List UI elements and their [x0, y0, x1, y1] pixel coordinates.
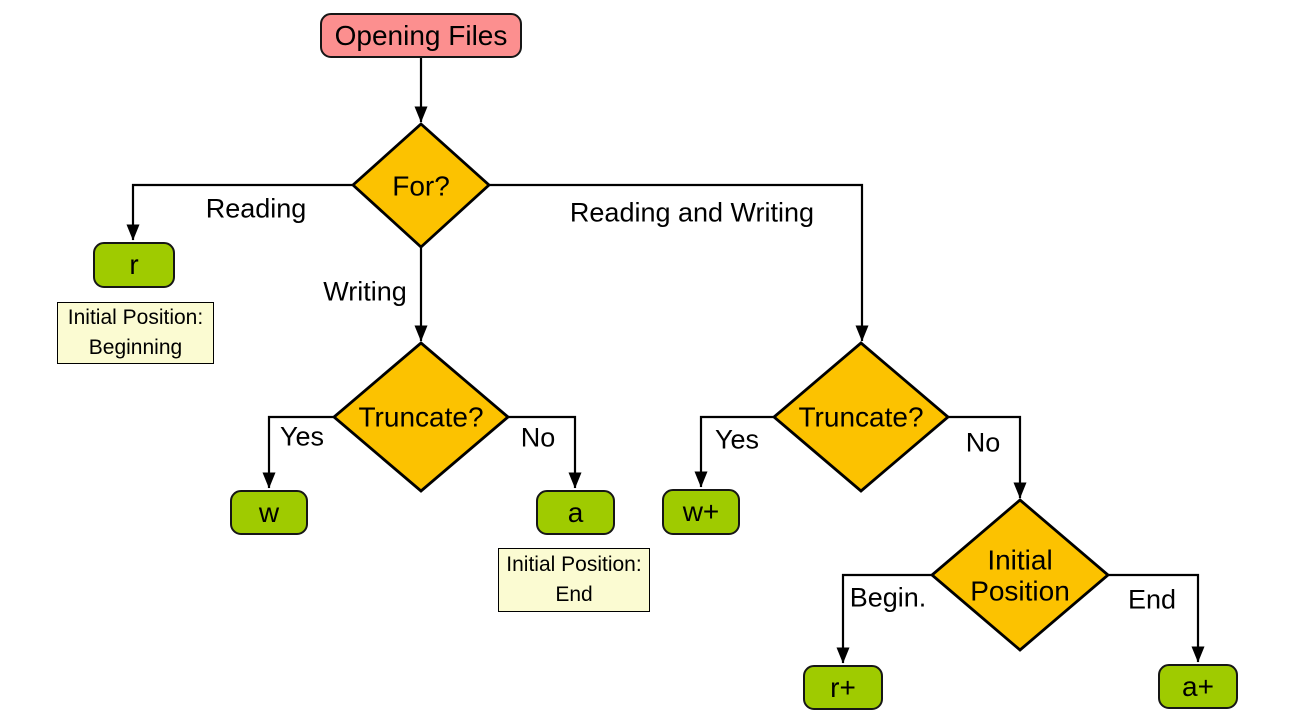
edge-label-reading: Reading: [205, 193, 307, 224]
mode-node-w: w: [230, 490, 308, 535]
mode-node-w-label: w: [258, 496, 280, 528]
truncate-right-decision-diamond: [771, 341, 951, 493]
truncate-left-decision-diamond: [331, 341, 511, 493]
initial-position-decision-diamond: [929, 498, 1111, 652]
mode-node-r-plus-label: r+: [830, 671, 856, 703]
edge-initial-begin-to-r-plus: [836, 573, 932, 664]
edge-label-truncate-left-no: No: [520, 422, 556, 453]
start-node-label: Opening Files: [334, 19, 508, 51]
note-beginning-title: Initial Position:: [67, 305, 204, 329]
edge-truncate-left-no-to-a: [508, 415, 582, 489]
edge-label-initial-begin: Begin.: [849, 582, 927, 613]
mode-node-w-plus-label: w+: [682, 496, 720, 527]
note-beginning-value: Beginning: [88, 336, 183, 359]
edge-label-truncate-left-yes: Yes: [279, 421, 325, 452]
edge-label-truncate-right-no: No: [965, 427, 1001, 458]
for-decision-diamond: [350, 122, 492, 249]
mode-node-r-label: r: [129, 249, 139, 280]
note-initial-position-beginning: Initial Position: Beginning: [57, 302, 214, 364]
mode-node-a-plus-label: a+: [1182, 670, 1214, 702]
edge-for-to-truncate-reading-writing: [489, 183, 869, 342]
note-end-title: Initial Position:: [506, 552, 642, 576]
start-node: Opening Files: [320, 13, 522, 58]
edge-for-to-r-reading: [126, 183, 353, 241]
edge-initial-end-to-a-plus: [1108, 573, 1205, 663]
edge-label-truncate-right-yes: Yes: [714, 424, 760, 455]
edge-truncate-left-yes-to-w: [262, 415, 334, 489]
mode-node-a-label: a: [567, 496, 584, 528]
mode-node-a: a: [536, 490, 615, 535]
mode-node-w-plus: w+: [662, 489, 740, 535]
mode-node-a-plus: a+: [1158, 664, 1238, 709]
edge-truncate-right-no-to-initial-position: [948, 415, 1027, 499]
mode-node-r-plus: r+: [803, 665, 883, 710]
note-end-value: End: [555, 583, 593, 606]
edge-label-reading-and-writing: Reading and Writing: [569, 197, 815, 228]
mode-node-r: r: [93, 242, 175, 288]
edge-label-writing: Writing: [323, 276, 407, 307]
edge-truncate-right-yes-to-w-plus: [694, 415, 774, 488]
note-initial-position-end: Initial Position: End: [498, 548, 650, 612]
edge-label-initial-end: End: [1127, 584, 1177, 615]
